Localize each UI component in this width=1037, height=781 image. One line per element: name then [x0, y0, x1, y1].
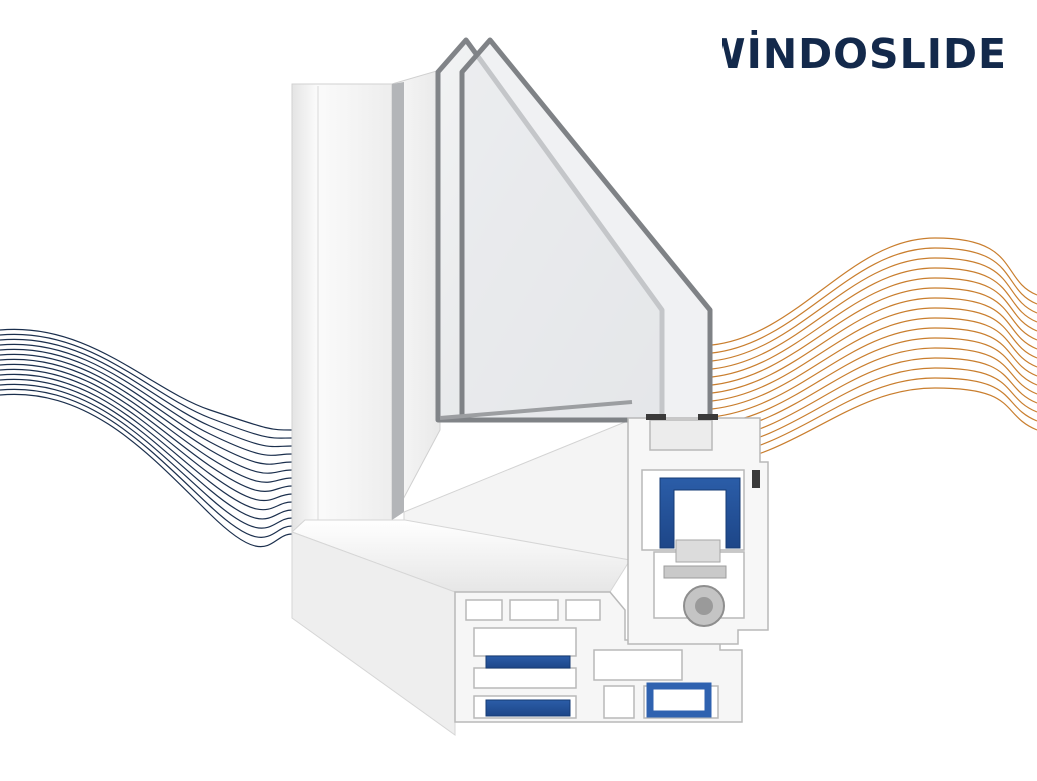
heat-wave-line [711, 257, 1037, 362]
cold-wave-line [0, 383, 293, 529]
heat-wave-line [711, 267, 1037, 370]
heat-wave-line [711, 337, 1037, 426]
cold-wave-line [0, 328, 293, 431]
heat-wave-line [711, 287, 1037, 386]
cold-wave-line [0, 333, 293, 439]
cold-wave-line [0, 363, 293, 492]
heat-wave-line [711, 237, 1037, 346]
cold-wave-line [0, 378, 293, 520]
heat-wave-line [711, 387, 1037, 466]
heat-wave-line [711, 347, 1037, 434]
cold-wave-line [0, 358, 293, 483]
cold-air-waves [0, 328, 293, 548]
cold-wave-line [0, 338, 293, 448]
window-profile-illustration [291, 37, 769, 736]
cold-wave-line [0, 368, 293, 502]
cold-wave-line [0, 388, 293, 538]
brand-wordmark: WİNDOSLIDE [722, 30, 1007, 78]
cold-wave-line [0, 343, 293, 456]
cold-wave-line [0, 353, 293, 474]
heat-wave-line [711, 297, 1037, 394]
cold-wave-line [0, 348, 293, 465]
heat-waves [711, 237, 1037, 466]
heat-wave-line [711, 367, 1037, 450]
heat-wave-line [711, 317, 1037, 410]
brand-logo: WİNDOSLIDE [722, 30, 1007, 78]
cold-wave-line [0, 393, 293, 548]
heat-wave-line [711, 327, 1037, 418]
heat-wave-line [711, 277, 1037, 378]
heat-wave-line [711, 357, 1037, 442]
cold-wave-line [0, 373, 293, 511]
heat-wave-line [711, 247, 1037, 354]
heat-wave-line [711, 377, 1037, 458]
heat-wave-line [711, 307, 1037, 402]
